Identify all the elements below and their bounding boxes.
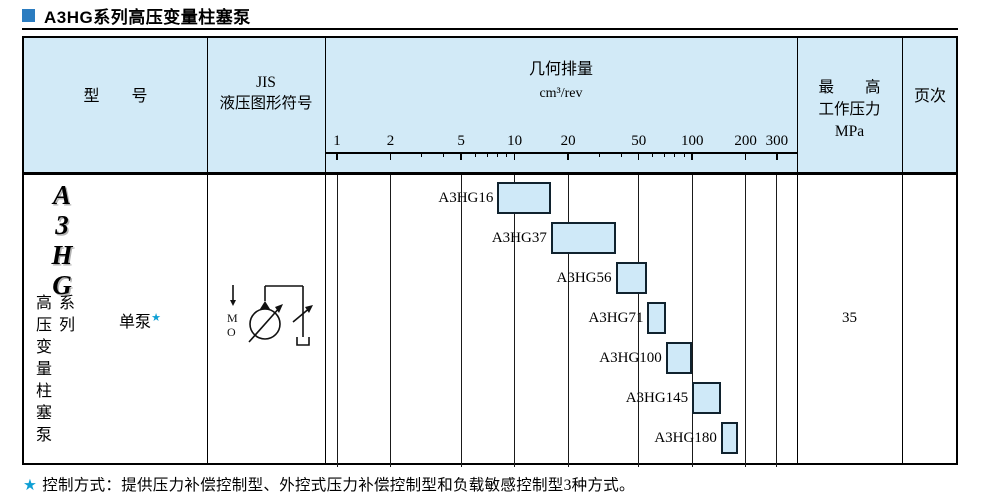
axis-major-tick [744,152,747,160]
displacement-bar [692,382,721,414]
bar-label: A3HG100 [599,350,662,366]
series-suffix-vertical: 系列 [56,294,73,338]
displacement-bar [497,182,551,214]
bar-label: A3HG71 [588,310,644,326]
axis-major-tick [389,152,392,160]
axis-minor-tick [486,152,488,157]
page-title: A3HG系列高压变量柱塞泵 [44,7,251,27]
axis-major-tick [513,152,516,160]
axis-tick-label: 200 [734,133,757,149]
displacement-bar [720,422,738,454]
axis-tick-label: 300 [765,133,789,149]
axis-tick-label: 20 [560,133,576,149]
axis-line [325,152,797,154]
pump-type-label: 单泵 [119,314,152,331]
bar-label: A3HG37 [491,230,547,246]
axis-minor-tick [443,152,445,157]
header-jis-symbol: JIS 液压图形符号 [219,74,313,112]
header-displacement-unit: cm³/rev [539,86,583,101]
axis-minor-tick [664,152,666,157]
pilot-arrowhead-icon [230,300,236,306]
title-underline [22,28,958,30]
axis-tick-label: 1 [333,133,341,149]
compensator-arrowhead-icon [305,305,313,313]
axis-minor-tick [674,152,676,157]
variable-arrowhead-icon [275,304,283,313]
spec-table: 型 号 JIS 液压图形符号 几何排量 cm³/rev 最 高 工作压力 MPa… [22,36,958,467]
column-divider [325,38,326,463]
footnote-text: 控制方式：提供压力补偿控制型、外控式压力补偿控制型和负载敏感控制型3种方式。 [42,477,635,494]
axis-minor-tick [496,152,498,157]
bar-label: A3HG145 [625,390,689,406]
axis-major-tick [336,152,338,160]
axis-minor-tick [598,152,600,157]
axis-major-tick [567,152,569,160]
axis-minor-tick [421,152,423,157]
chart-gridline [567,172,569,467]
axis-minor-tick [621,152,623,157]
axis-major-tick [637,152,640,160]
chart-gridline [460,172,462,467]
axis-tick-label: 2 [386,133,395,149]
axis-major-tick [691,152,693,160]
axis-major-tick [776,152,778,160]
series-name-vertical: 高压变量柱塞泵 [33,294,50,448]
displacement-axis: 1 2 5 10 20 50 100 200 300 [325,38,797,172]
tank-symbol [296,337,310,346]
axis-tick-label: 50 [631,133,647,149]
outlet-triangle-icon [260,301,270,309]
chart-gridline [691,172,693,467]
displacement-bar [615,262,648,294]
header-page: 页次 [913,88,946,105]
axis-minor-tick [652,152,654,157]
column-divider [902,38,903,463]
port-label-o: O [227,325,236,339]
axis-tick-label: 10 [507,133,523,149]
axis-major-tick [460,152,462,160]
title-square-icon [22,8,35,22]
max-pressure-value: 35 [842,310,857,326]
header-divider-rule [24,172,956,175]
footnote-star: ★ [23,477,38,494]
bar-label: A3HG16 [438,190,494,206]
header-max-pressure: 最 高 工作压力 MPa [818,79,881,140]
header-model: 型 号 [83,88,148,105]
pump-type-cell: 单泵★ [94,308,186,332]
port-label-m: M [227,311,238,325]
jis-hydraulic-symbol: M O [227,285,313,346]
footnote: ★控制方式：提供压力补偿控制型、外控式压力补偿控制型和负载敏感控制型3种方式。 [23,473,635,495]
chart-gridline [638,172,640,467]
axis-tick-label: 100 [680,133,704,149]
chart-gridline [745,172,747,467]
pump-type-star: ★ [151,312,161,324]
displacement-bar [550,222,616,254]
chart-gridline [336,172,338,467]
axis-minor-tick [474,152,476,157]
displacement-bar [647,302,666,334]
chart-gridline [389,172,391,467]
bar-label: A3HG180 [654,430,717,446]
column-divider [207,38,208,463]
header-displacement: 几何排量 [528,61,593,78]
axis-minor-tick [505,152,507,157]
variable-arrow-line [248,305,282,343]
axis-tick-label: 5 [457,133,465,149]
series-logo-a3hg: A 3 H G [51,180,73,300]
page-title-row: A3HG系列高压变量柱塞泵 [22,5,251,27]
axis-minor-tick [683,152,685,157]
column-divider [797,38,798,463]
table-header-background [24,38,956,172]
displacement-bar [665,342,693,374]
chart-gridline [514,172,516,467]
chart-gridline [776,172,778,467]
bar-label: A3HG56 [556,270,612,286]
